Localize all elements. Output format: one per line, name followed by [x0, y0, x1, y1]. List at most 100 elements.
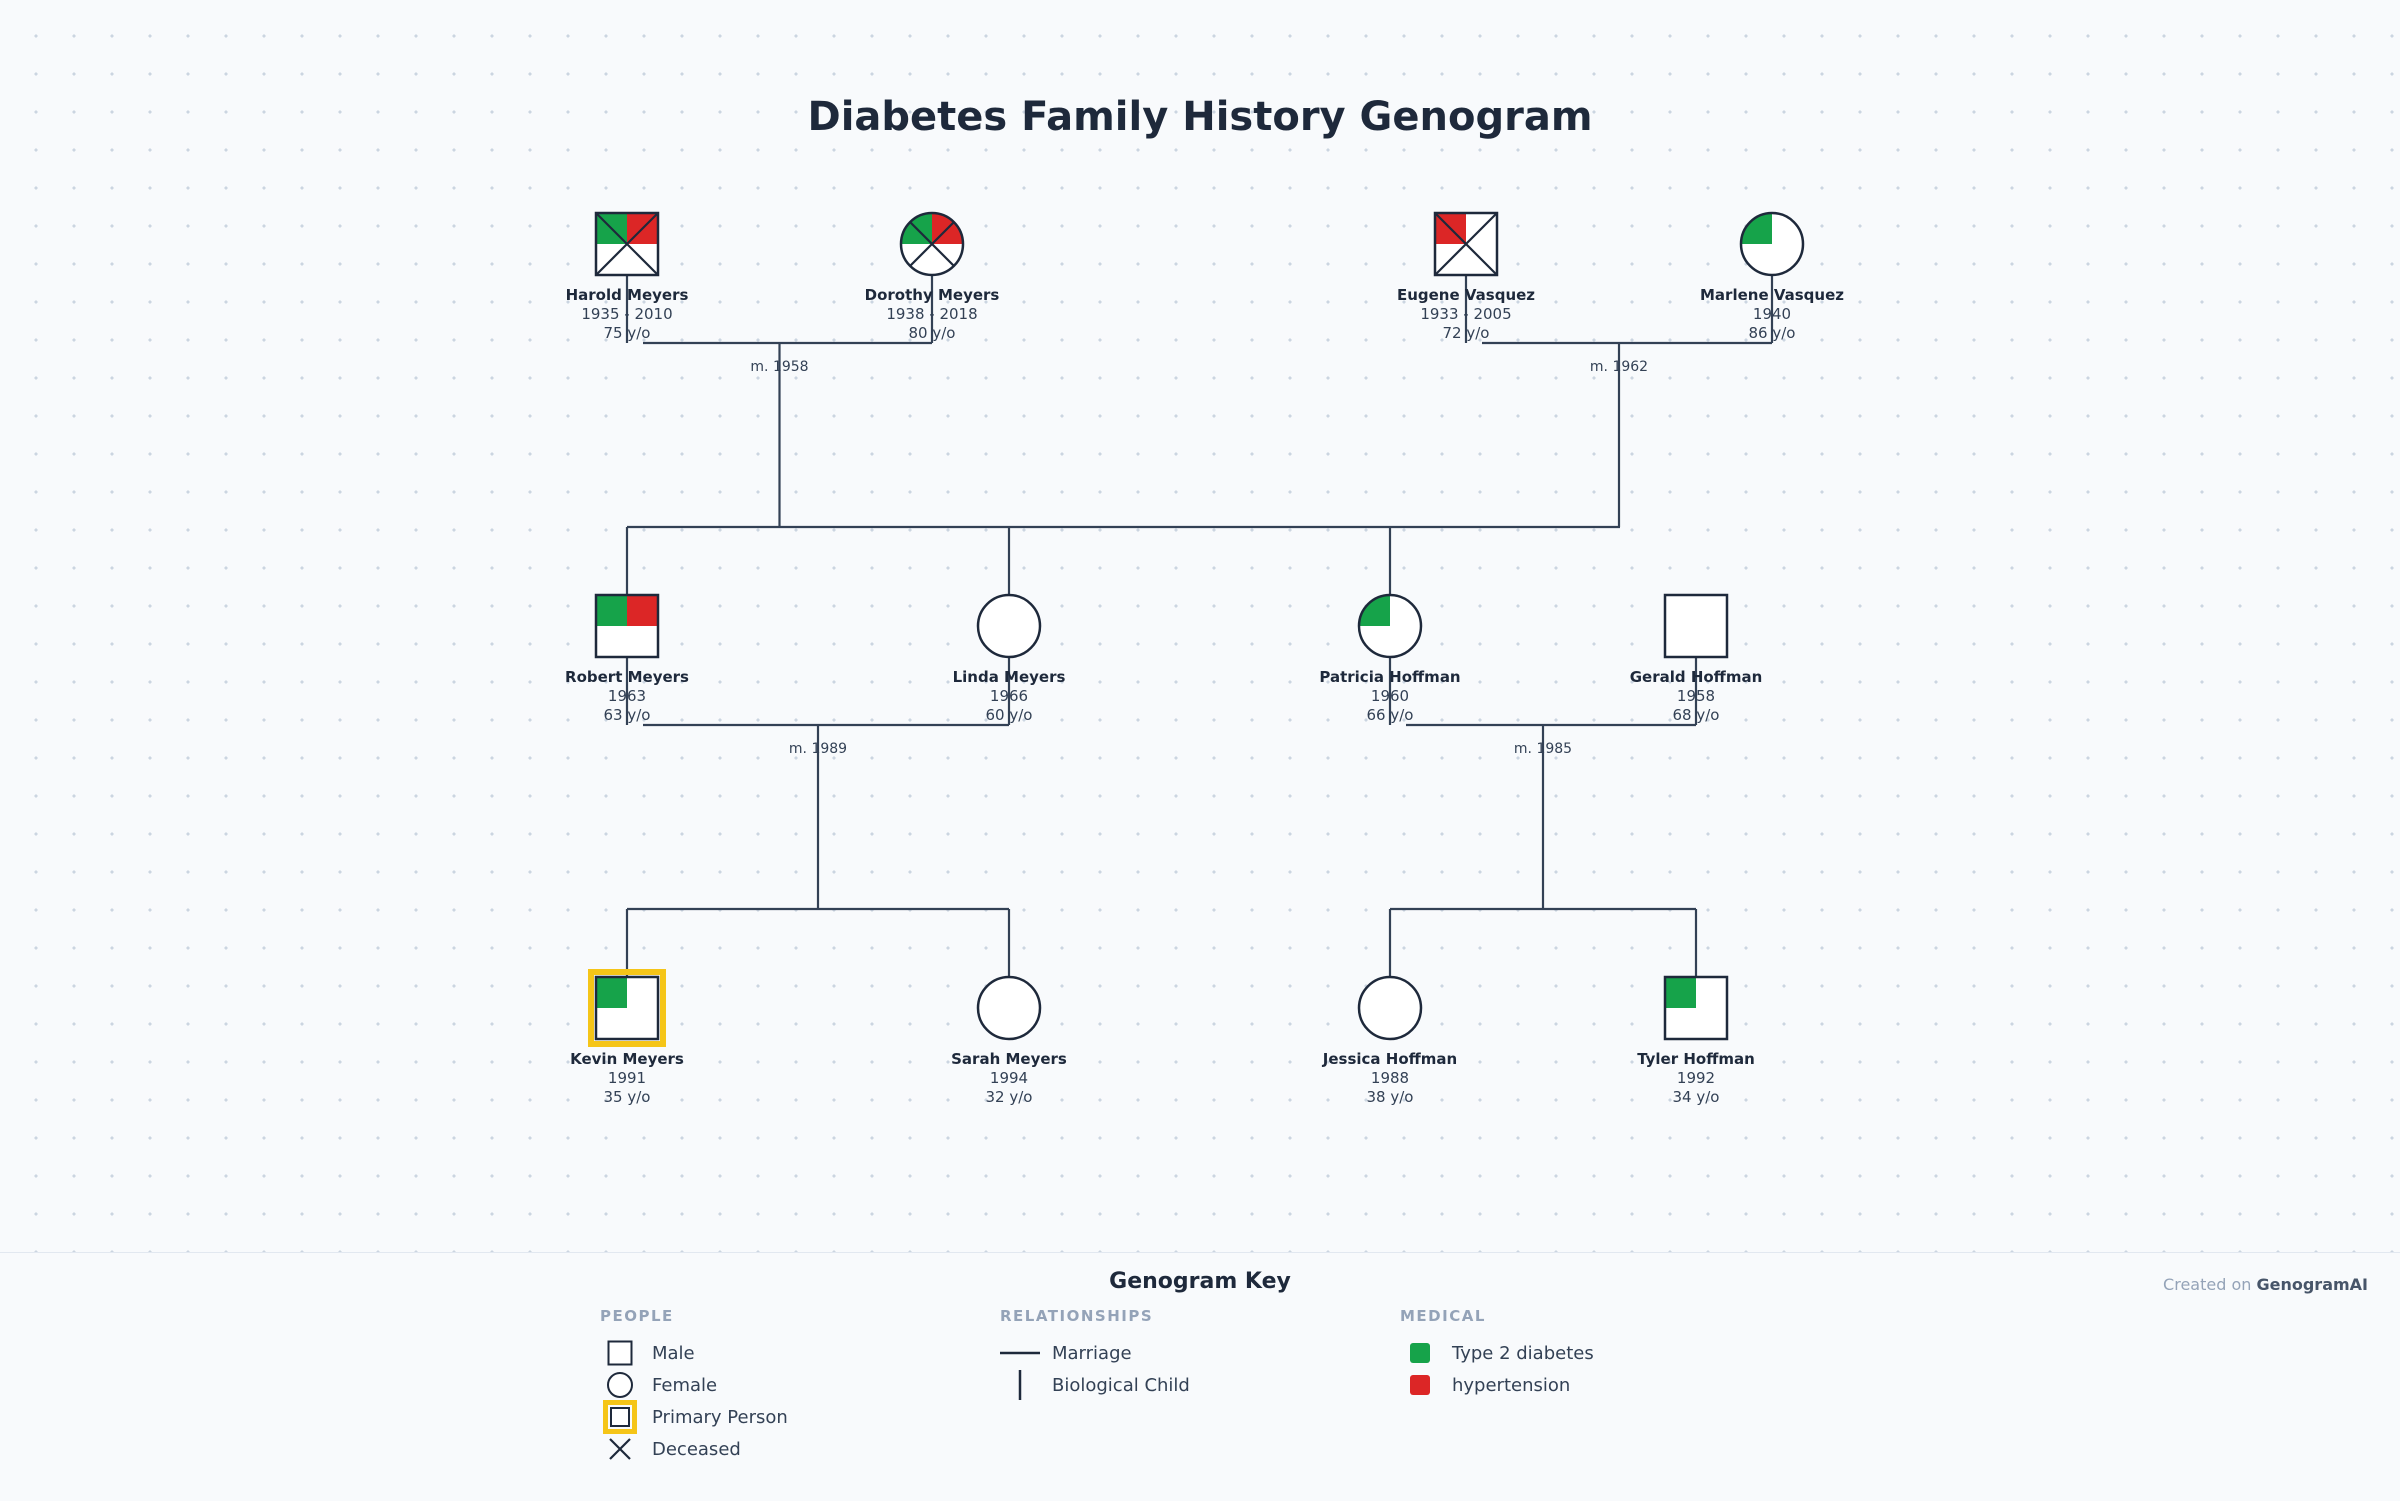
- person-name: Kevin Meyers: [570, 1050, 684, 1068]
- female-circle-icon: [899, 211, 965, 277]
- type2-diabetes-marker: [596, 595, 627, 626]
- marriage-label: m. 1985: [1514, 741, 1572, 757]
- person-name: Linda Meyers: [953, 668, 1066, 686]
- person-age: 72 y/o: [1443, 324, 1490, 342]
- legend-label-type2-diabetes: Type 2 diabetes: [1452, 1342, 1594, 1364]
- female-circle-icon: [976, 593, 1042, 659]
- person-age: 32 y/o: [986, 1088, 1033, 1106]
- male-square-icon: [594, 975, 660, 1041]
- deceased-x-icon: [600, 1433, 640, 1465]
- people-layer: m. 1958 m. 1962 m. 1989 m. 1985 Harold Meyer…: [565, 211, 1844, 1106]
- person-name: Dorothy Meyers: [865, 286, 1000, 304]
- deceased-x-icon: [1435, 213, 1497, 275]
- person-years: 1988: [1371, 1069, 1409, 1087]
- legend-label-deceased: Deceased: [652, 1438, 741, 1460]
- female-circle-icon: [1357, 975, 1423, 1041]
- male-square-icon: [594, 593, 660, 659]
- person-years: 1994: [990, 1069, 1028, 1087]
- legend-medical-section: MEDICAL Type 2 diabetes hypertension: [1400, 1307, 1594, 1401]
- person-name: Gerald Hoffman: [1630, 668, 1763, 686]
- connector-lines: [625, 275, 1774, 977]
- marriage-label: m. 1989: [789, 741, 847, 757]
- credit-brand-link[interactable]: GenogramAI: [2256, 1275, 2368, 1294]
- primary-person-highlight: [588, 969, 666, 1047]
- legend-relationships-section: RELATIONSHIPS Marriage Biological Child: [1000, 1307, 1190, 1401]
- legend-label-biological-child: Biological Child: [1052, 1374, 1190, 1396]
- female-circle-icon: [1357, 593, 1423, 659]
- legend-item-male: Male: [600, 1337, 788, 1369]
- legend-people-heading: PEOPLE: [600, 1307, 674, 1325]
- person-name: Sarah Meyers: [951, 1050, 1067, 1068]
- person-age: 80 y/o: [909, 324, 956, 342]
- person-years: 1992: [1677, 1069, 1715, 1087]
- person-name: Robert Meyers: [565, 668, 689, 686]
- person-name: Jessica Hoffman: [1322, 1050, 1457, 1068]
- legend-relationships-heading: RELATIONSHIPS: [1000, 1307, 1154, 1325]
- legend-label-female: Female: [652, 1374, 718, 1396]
- deceased-x-icon: [901, 213, 963, 275]
- page-title: Diabetes Family History Genogram: [807, 94, 1593, 140]
- person-name: Tyler Hoffman: [1637, 1050, 1755, 1068]
- person-years: 1933 - 2005: [1420, 305, 1511, 323]
- legend-people-section: PEOPLE Male Female Primary Person Deceas…: [600, 1307, 788, 1465]
- type2-diabetes-marker: [1665, 977, 1696, 1008]
- person-name: Marlene Vasquez: [1700, 286, 1844, 304]
- female-circle-icon: [600, 1369, 640, 1401]
- deceased-x-icon: [596, 213, 658, 275]
- person-age: 60 y/o: [986, 706, 1033, 724]
- person-age: 38 y/o: [1367, 1088, 1414, 1106]
- legend-label-marriage: Marriage: [1052, 1342, 1132, 1364]
- credit-prefix: Created on: [2163, 1275, 2252, 1294]
- person-age: 68 y/o: [1673, 706, 1720, 724]
- legend-label-hypertension: hypertension: [1452, 1374, 1571, 1396]
- child-line-icon: [1000, 1369, 1040, 1401]
- male-square-icon: [1663, 593, 1729, 659]
- person-age: 86 y/o: [1749, 324, 1796, 342]
- legend-item-primary-person: Primary Person: [600, 1400, 788, 1434]
- legend-item-marriage: Marriage: [1000, 1337, 1190, 1369]
- marriage-label: m. 1958: [750, 359, 808, 375]
- genogram-key-panel: Genogram Key Created on GenogramAI PEOPL…: [0, 1252, 2400, 1501]
- primary-person-icon: [600, 1400, 640, 1434]
- person-years: 1958: [1677, 687, 1715, 705]
- legend-title: Genogram Key: [1109, 1269, 1291, 1294]
- person-years: 1991: [608, 1069, 646, 1087]
- person-age: 34 y/o: [1673, 1088, 1720, 1106]
- male-square-icon: [600, 1337, 640, 1369]
- person-years: 1963: [608, 687, 646, 705]
- legend-medical-heading: MEDICAL: [1400, 1307, 1486, 1325]
- person-name: Harold Meyers: [566, 286, 689, 304]
- hypertension-swatch-icon: [1400, 1369, 1440, 1401]
- marriage-label: m. 1962: [1590, 359, 1648, 375]
- male-square-icon: [1433, 211, 1499, 277]
- legend-item-biological-child: Biological Child: [1000, 1369, 1190, 1401]
- female-circle-icon: [976, 975, 1042, 1041]
- legend-item-deceased: Deceased: [600, 1433, 788, 1465]
- person-name: Eugene Vasquez: [1397, 286, 1535, 304]
- legend-label-primary-person: Primary Person: [652, 1406, 788, 1428]
- person-years: 1960: [1371, 687, 1409, 705]
- legend-label-male: Male: [652, 1342, 695, 1364]
- legend-item-female: Female: [600, 1369, 788, 1401]
- marriage-line-icon: [1000, 1337, 1040, 1369]
- legend-item-type2-diabetes: Type 2 diabetes: [1400, 1337, 1594, 1369]
- person-name: Patricia Hoffman: [1319, 668, 1460, 686]
- female-circle-icon: [1739, 211, 1805, 277]
- person-age: 63 y/o: [604, 706, 651, 724]
- person-age: 35 y/o: [604, 1088, 651, 1106]
- type2-diabetes-marker: [596, 977, 627, 1008]
- person-years: 1940: [1753, 305, 1791, 323]
- person-years: 1966: [990, 687, 1028, 705]
